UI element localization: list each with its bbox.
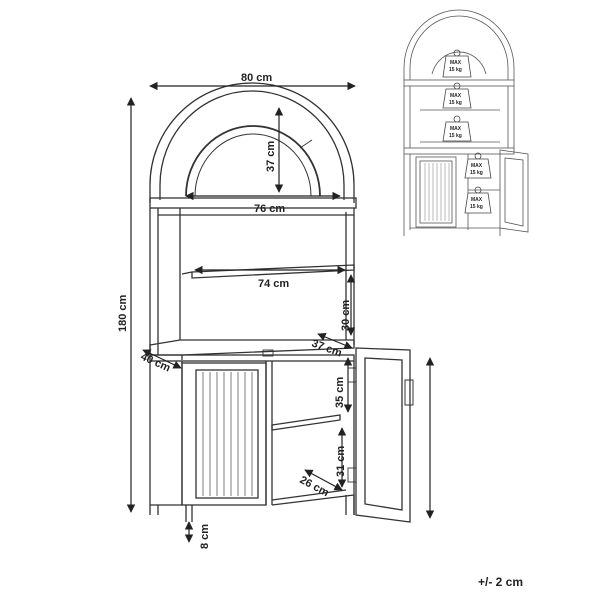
dim-line-inner-depth	[304, 469, 343, 491]
weight-icon: MAX 15 kg	[442, 82, 472, 109]
arch-outer	[149, 82, 355, 203]
svg-text:15 kg: 15 kg	[449, 133, 462, 139]
tolerance-note: +/- 2 cm	[478, 575, 523, 589]
label-shelf-spacing: 30 cm	[340, 300, 352, 331]
main-cabinet-drawing	[149, 82, 414, 523]
dim-line-cabinet-depth	[142, 349, 182, 369]
svg-text:15 kg: 15 kg	[470, 204, 483, 210]
svg-text:15 kg: 15 kg	[449, 67, 462, 73]
label-shelf-depth: 37 cm	[310, 338, 344, 360]
svg-text:15 kg: 15 kg	[449, 100, 462, 106]
label-lower-shelf-height: 31 cm	[335, 446, 347, 477]
arch-inner	[159, 90, 345, 200]
label-arch-height: 37 cm	[265, 141, 277, 172]
svg-text:MAX: MAX	[471, 163, 483, 169]
label-width-total: 80 cm	[241, 72, 272, 84]
weight-icon: MAX 15 kg	[464, 186, 492, 214]
dim-line-shelf-depth	[317, 332, 353, 350]
label-leg-height: 8 cm	[199, 524, 211, 549]
label-middle-shelf-width: 74 cm	[258, 278, 289, 290]
label-cabinet-shelf-height: 35 cm	[334, 377, 346, 408]
svg-text:MAX: MAX	[471, 197, 483, 203]
weight-icon: MAX 15 kg	[464, 152, 492, 179]
load-capacity-thumbnail	[403, 9, 529, 236]
weight-icon: MAX 15 kg	[442, 115, 472, 142]
dimension-lines	[126, 81, 435, 543]
svg-text:MAX: MAX	[450, 126, 462, 132]
label-height-total: 180 cm	[117, 294, 129, 332]
label-arch-shelf-width: 76 cm	[254, 203, 285, 215]
svg-text:MAX: MAX	[450, 60, 462, 66]
svg-text:MAX: MAX	[450, 93, 462, 99]
thumbnail-door-slats	[424, 163, 450, 221]
weight-icon: MAX 15 kg	[442, 49, 472, 78]
label-cabinet-depth: 40 cm	[139, 351, 173, 375]
svg-text:15 kg: 15 kg	[470, 170, 483, 176]
door-slats	[202, 372, 253, 496]
